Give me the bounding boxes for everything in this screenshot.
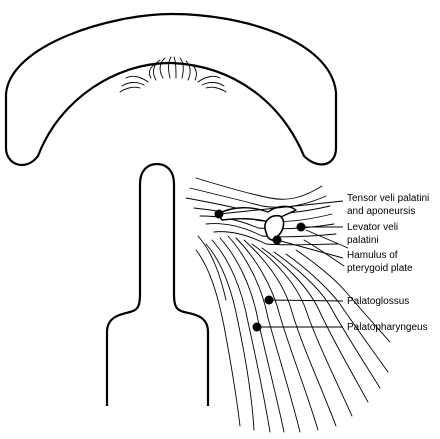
label-hamulus-of: Hamulus of (347, 250, 398, 261)
label-markers (214, 200, 344, 332)
label-palatopharyngeus: Palatopharyngeus (347, 322, 428, 333)
tensor-veli-palatini-fibers (185, 177, 339, 246)
label-tensor-aponeurosis: and aponeursis (347, 206, 415, 217)
label-levator-palatini: palatini (347, 235, 379, 246)
hamulus-of-pterygoid-plate (264, 214, 285, 241)
label-pterygoid-plate: pterygoid plate (347, 263, 413, 274)
labels: Tensor veli palatini and aponeursis Leva… (347, 193, 429, 333)
label-levator-veli: Levator veli (347, 222, 398, 233)
palatopharyngeus-palatoglossus-fibers (195, 229, 391, 433)
hard-palate-arch (4, 12, 338, 167)
label-tensor-veli-palatini: Tensor veli palatini (347, 193, 429, 204)
palatal-rugae (119, 56, 227, 93)
uvula-soft-palate-outline (105, 162, 210, 406)
label-palatoglossus: Palatoglossus (347, 296, 409, 307)
